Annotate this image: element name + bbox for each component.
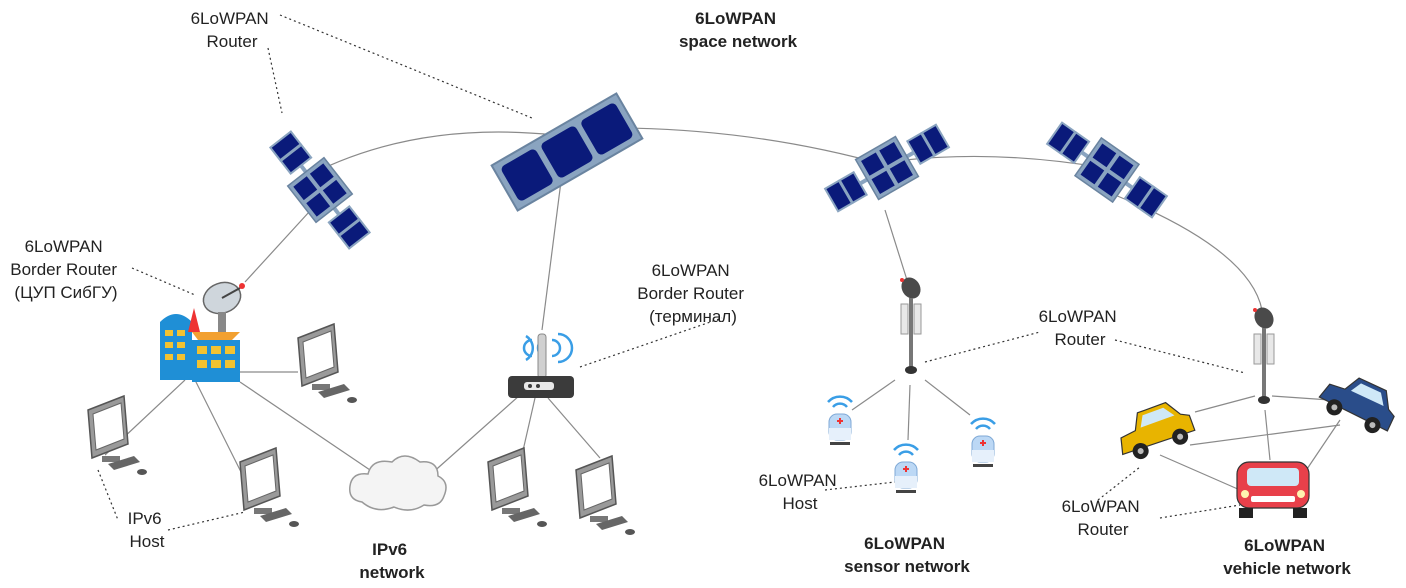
monitor-icon	[487, 447, 548, 528]
network-links	[104, 127, 1341, 491]
monitor-icon	[87, 395, 148, 476]
car-icon	[1314, 365, 1404, 440]
monitor-icon	[575, 455, 636, 536]
label-leaders	[97, 14, 1246, 531]
sensor-node-icon	[969, 417, 997, 469]
router-icon	[508, 332, 574, 398]
antenna-mast-icon	[1250, 303, 1278, 405]
satellite-icon	[819, 115, 955, 221]
sensor-node-icon	[892, 443, 920, 495]
cubesat-icon	[490, 92, 644, 212]
sensor-node-icon	[826, 395, 854, 447]
label-sensor-host: 6LoWPAN Host	[759, 471, 842, 513]
monitor-icon	[297, 323, 358, 404]
label-space-router: 6LoWPAN Router	[191, 9, 274, 51]
label-sensor-network: 6LoWPAN sensor network	[844, 534, 970, 576]
label-border-router-sibgu: 6LoWPAN Border Router (ЦУП СибГУ)	[10, 237, 122, 302]
label-ipv6-host: IPv6 Host	[128, 509, 167, 551]
label-ipv6-network: IPv6 network	[359, 540, 425, 582]
label-sensor-router: 6LoWPAN Router	[1039, 307, 1122, 349]
label-border-router-terminal: 6LoWPAN Border Router (терминал)	[637, 261, 749, 326]
satellite-icon	[1040, 113, 1174, 227]
antenna-mast-icon	[897, 273, 925, 375]
car-icon	[1236, 461, 1310, 518]
cloud-icon	[349, 455, 447, 511]
label-vehicle-router: 6LoWPAN Router	[1062, 497, 1145, 539]
satellite-icon	[261, 124, 379, 256]
ground-station-icon	[160, 281, 245, 382]
label-vehicle-network: 6LoWPAN vehicle network	[1223, 536, 1351, 578]
label-space-network: 6LoWPAN space network	[679, 9, 798, 51]
car-icon	[1110, 395, 1199, 466]
monitor-icon	[239, 447, 300, 528]
